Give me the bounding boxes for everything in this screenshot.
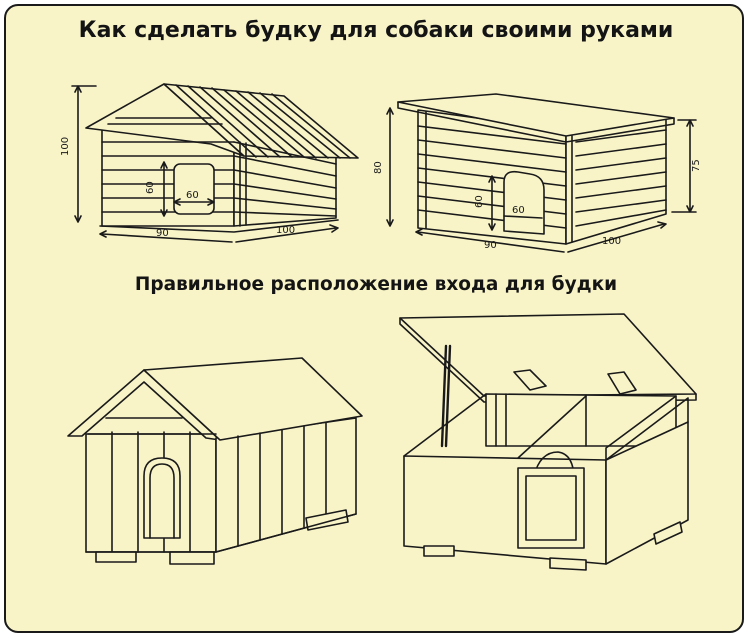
entrance-opening [503, 170, 545, 235]
house2-side-length-label: 100 [602, 236, 621, 247]
house2-back-height-label: 75 [691, 159, 702, 172]
gable-dog-house-dimensioned [71, 83, 359, 243]
house1-door-width-label: 60 [186, 190, 199, 201]
drawings-canvas: 100 60 60 90 100 [60, 83, 702, 571]
shed-roof-dog-house-dimensioned [386, 93, 697, 253]
entrance-opening [173, 163, 215, 215]
house1-door-height-label: 60 [145, 181, 156, 194]
gable-dog-house-on-legs [67, 357, 363, 565]
house1-side-length-label: 100 [276, 225, 295, 236]
house1-height-label: 100 [60, 137, 71, 156]
house2-front-width-label: 90 [484, 240, 497, 251]
diagram-frame: Как сделать будку для собаки своими рука… [4, 4, 744, 633]
house2-door-height-label: 60 [474, 195, 485, 208]
section-subtitle: Правильное расположение входа для будки [134, 274, 618, 295]
entrance-opening [143, 457, 181, 539]
house1-front-width-label: 90 [156, 228, 169, 239]
house2-door-width-label: 60 [512, 205, 525, 216]
house2-front-height-label: 80 [373, 161, 384, 174]
two-chamber-dog-house-open-lid [399, 313, 697, 571]
page-title: Как сделать будку для собаки своими рука… [78, 18, 674, 43]
